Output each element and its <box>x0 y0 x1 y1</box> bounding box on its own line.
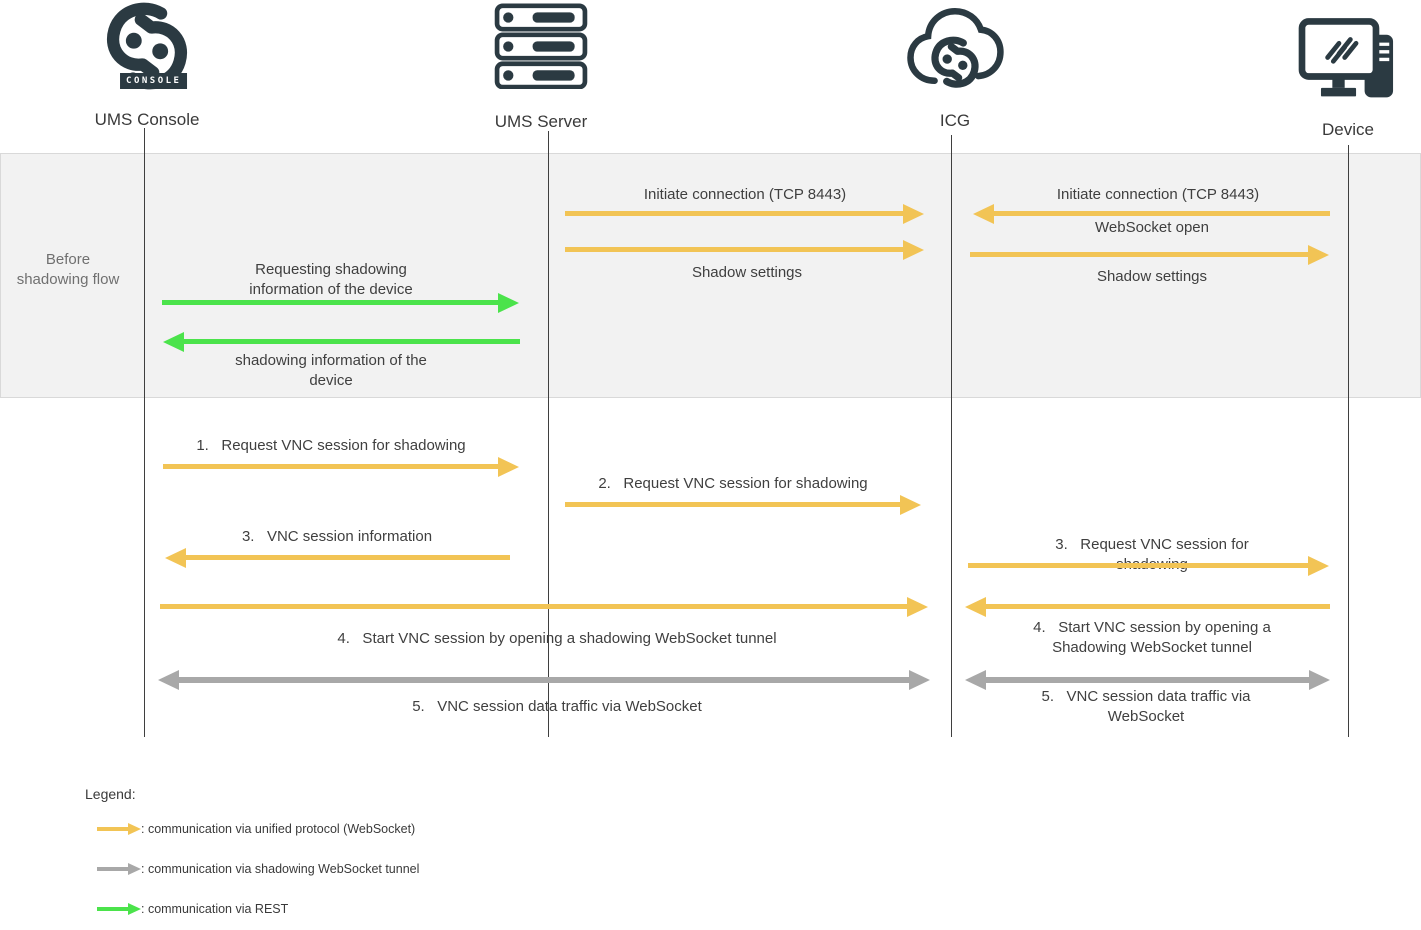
legend-rest-label: : communication via REST <box>141 902 289 916</box>
lifeline-ums-server <box>548 131 549 737</box>
ums-server-icon <box>494 3 588 90</box>
actor-label-icg: ICG <box>939 111 971 130</box>
console-badge: CONSOLE <box>120 73 188 89</box>
arrow-step4-console-icg <box>160 604 907 609</box>
arrow-step1 <box>163 464 498 469</box>
arrow-step3-request-vnc <box>968 563 1308 568</box>
legend-unified-label: : communication via unified protocol (We… <box>141 822 416 836</box>
actor-label-ums-console: UMS Console <box>94 110 200 129</box>
message-step3-vnc-info: 3. VNC session information <box>241 528 433 545</box>
message-requesting-shadowing-info: Requesting shadowing information of the … <box>249 261 413 298</box>
legend-tunnel-arrow-icon <box>97 867 128 871</box>
message-step5-console-icg: 5. VNC session data traffic via WebSocke… <box>412 698 702 715</box>
arrow-init-connection-device-icg <box>994 211 1330 216</box>
message-step4-device-icg: 4. Start VNC session by opening a Shadow… <box>1033 619 1271 656</box>
actor-label-device: Device <box>1322 120 1374 139</box>
legend-title: Legend: <box>85 786 136 802</box>
arrow-init-connection-server-icg <box>565 211 903 216</box>
message-websocket-open: WebSocket open <box>1095 219 1209 236</box>
icg-cloud-icon <box>907 7 1004 88</box>
arrow-step5-console-icg <box>179 677 909 683</box>
message-shadow-settings-server-icg: Shadow settings <box>691 264 803 281</box>
message-step1: 1. Request VNC session for shadowing <box>196 437 466 454</box>
legend-item-tunnel: : communication via shadowing WebSocket … <box>97 862 419 876</box>
arrow-shadow-settings-icg-device <box>970 252 1308 257</box>
legend-item-rest: : communication via REST <box>97 902 288 916</box>
legend-tunnel-label: : communication via shadowing WebSocket … <box>141 862 420 876</box>
arrow-step3-vnc-info <box>186 555 510 560</box>
actor-icg: ICG <box>895 4 1015 131</box>
arrow-shadowing-info-response <box>184 339 520 344</box>
before-shadowing-band <box>0 153 1421 398</box>
message-shadowing-info-response: shadowing information of the device <box>235 352 427 389</box>
arrow-requesting-shadowing-info <box>162 300 498 305</box>
message-step2: 2. Request VNC session for shadowing <box>598 475 868 492</box>
lifeline-device <box>1348 145 1349 737</box>
arrow-step4-device-icg <box>986 604 1330 609</box>
message-step3-request-vnc: 3. Request VNC session for shadowing <box>1055 536 1249 573</box>
message-step4-console-icg: 4. Start VNC session by opening a shadow… <box>337 630 777 647</box>
lifeline-ums-console <box>144 128 145 737</box>
message-step5-icg-device: 5. VNC session data traffic via WebSocke… <box>1041 688 1251 725</box>
device-icon <box>1298 18 1394 98</box>
legend-rest-arrow-icon <box>97 907 128 911</box>
lifeline-icg <box>951 135 952 737</box>
message-init-connection-server-icg: Initiate connection (TCP 8443) <box>643 186 847 203</box>
actor-ums-server: UMS Server <box>481 3 601 132</box>
message-shadow-settings-icg-device: Shadow settings <box>1096 268 1208 285</box>
arrow-step2 <box>565 502 900 507</box>
arrow-shadow-settings-server-icg <box>565 247 903 252</box>
arrow-step5-icg-device <box>986 677 1309 683</box>
phase-label: Before shadowing flow <box>16 251 120 288</box>
legend-unified-arrow-icon <box>97 827 128 831</box>
actor-device: Device <box>1288 12 1408 140</box>
actor-ums-console: CONSOLE UMS Console <box>83 2 211 130</box>
actor-label-ums-server: UMS Server <box>494 112 588 131</box>
legend-item-unified: : communication via unified protocol (We… <box>97 822 415 836</box>
message-init-connection-device-icg: Initiate connection (TCP 8443) <box>1056 186 1260 203</box>
